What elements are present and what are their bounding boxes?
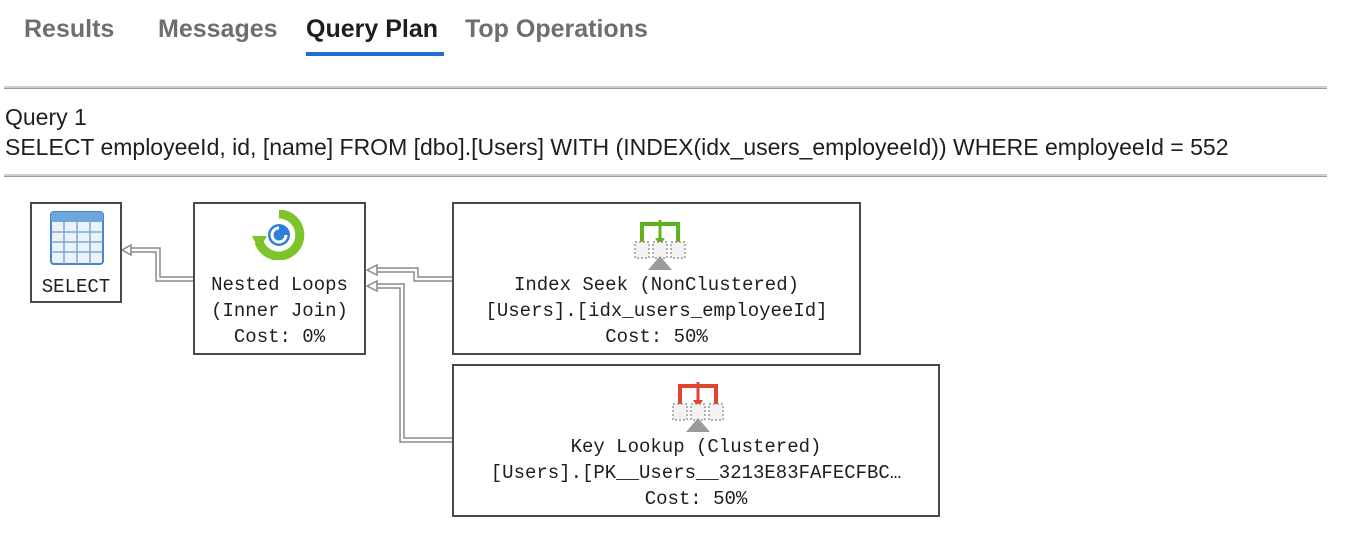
node-subtitle: (Inner Join) [211,300,348,322]
node-subtitle: [Users].[idx_users_employeeId] [485,300,828,322]
tab-results[interactable]: Results [24,15,115,43]
arrow-lookup-to-nested [376,287,452,443]
tab-top-operations[interactable]: Top Operations [465,15,648,43]
arrow-lookup-to-nested [376,283,452,439]
node-cost: Cost: 50% [605,326,708,348]
node-cost: Cost: 50% [644,488,748,510]
node-cost: Cost: 0% [233,326,326,348]
plan-node-index-seek[interactable]: Index Seek (NonClustered) [Users].[idx_u… [452,202,861,355]
arrow-head [365,279,378,293]
node-title: Index Seek (NonClustered) [513,274,800,296]
tab-messages[interactable]: Messages [158,15,278,43]
query-sql: SELECT employeeId, id, [name] FROM [dbo]… [5,134,1229,160]
node-subtitle: [Users].[PK__Users__3213E83FAFECFBC… [490,462,902,484]
node-title: Nested Loops [211,274,348,296]
arrow-seek-to-nested [376,271,452,282]
nested-loops-icon [250,209,308,266]
node-title: Key Lookup (Clustered) [570,436,822,458]
plan-node-nested-loops[interactable]: Nested Loops (Inner Join) Cost: 0% [193,202,366,355]
arrow-seek-to-nested [376,267,452,278]
divider [4,174,1327,177]
node-label: SELECT [41,276,111,298]
query-title: Query 1 [5,104,87,130]
active-tab-indicator [306,52,444,56]
key-lookup-icon [670,378,726,440]
plan-node-select[interactable]: SELECT [30,202,122,303]
tab-query-plan[interactable]: Query Plan [306,15,438,43]
table-result-icon [49,210,105,272]
arrow-nested-to-select [130,251,193,282]
arrow-nested-to-select [130,247,193,278]
index-seek-icon [632,216,688,278]
arrow-head [120,243,132,257]
divider [4,86,1327,89]
plan-node-key-lookup[interactable]: Key Lookup (Clustered) [Users].[PK__User… [452,364,940,517]
arrow-head [365,263,378,277]
